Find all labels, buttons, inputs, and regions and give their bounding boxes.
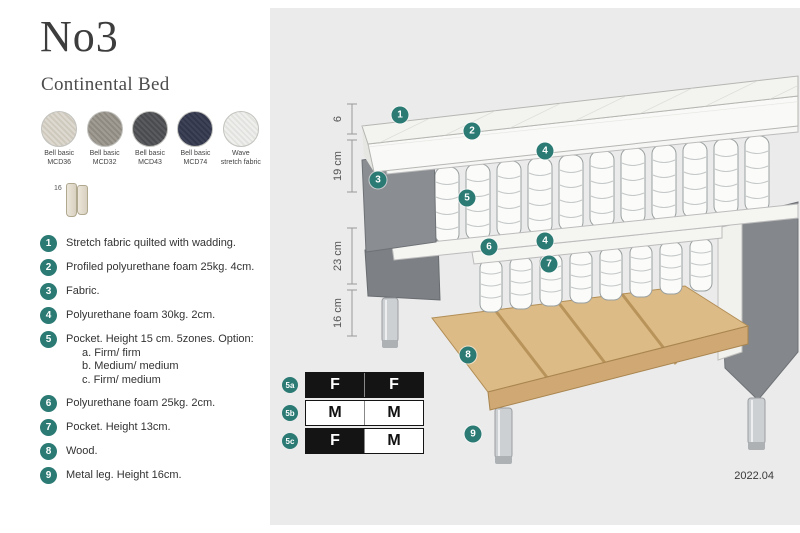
leg-size-indicator: 16 [54, 182, 262, 221]
firmness-cells: F F [305, 372, 424, 398]
legend-item: 1 Stretch fabric quilted with wadding. [40, 234, 262, 252]
legend-item: 4 Polyurethane foam 30kg. 2cm. [40, 306, 262, 324]
legend-list: 1 Stretch fabric quilted with wadding. 2… [40, 234, 262, 484]
info-panel: No3 Continental Bed Bell basic MCD36 Bel… [0, 0, 270, 533]
diagram-panel: 6 19 cm 23 cm 16 cm [270, 8, 800, 525]
legend-item: 5 Pocket. Height 15 cm. 5zones. Option: … [40, 330, 262, 388]
legend-number-badge: 9 [40, 466, 57, 484]
fabric-swatch: Wave stretch fabric [220, 111, 262, 167]
legend-number-badge: 1 [40, 234, 57, 252]
legend-number-badge: 4 [40, 306, 57, 324]
metal-leg [381, 297, 399, 348]
fabric-swatch-label: Wave stretch fabric [220, 150, 261, 166]
fabric-swatch: Bell basic MCD36 [38, 111, 80, 167]
callout-marker: 8 [459, 346, 477, 364]
fabric-swatch: Bell basic MCD43 [129, 111, 171, 167]
firmness-option-badge: 5c [282, 433, 298, 449]
legend-number-badge: 2 [40, 258, 57, 276]
callout-marker: 1 [391, 106, 409, 124]
callout-marker: 9 [464, 425, 482, 443]
fabric-swatch-icon [177, 111, 214, 148]
firmness-value: F [306, 373, 364, 397]
product-subtitle: Continental Bed [41, 74, 170, 96]
callout-marker: 4 [536, 142, 554, 160]
dimension-labels: 6 19 cm 23 cm 16 cm [332, 116, 344, 328]
firmness-row: 5a F F [282, 372, 424, 398]
fabric-swatch-label: Bell basic MCD32 [89, 150, 120, 166]
legend-item: 6 Polyurethane foam 25kg. 2cm. [40, 394, 262, 412]
dimension-label: 16 cm [332, 298, 344, 328]
callout-marker: 5 [458, 189, 476, 207]
leg-icon [76, 184, 88, 215]
fabric-swatch-icon [132, 111, 169, 148]
firmness-value: M [364, 429, 423, 453]
fabric-swatch-label: Bell basic MCD36 [44, 150, 75, 166]
firmness-value: F [364, 373, 423, 397]
dimension-label: 23 cm [332, 241, 344, 271]
legend-number-badge: 3 [40, 282, 57, 300]
fabric-swatch-label: Bell basic MCD74 [180, 150, 211, 166]
callout-marker: 4 [536, 232, 554, 250]
dimension-label: 6 [332, 116, 344, 122]
leg-height-label: 16 [54, 184, 62, 192]
legend-number-badge: 5 [40, 330, 57, 348]
legend-option: b. Medium/ medium [82, 360, 179, 373]
legend-number-badge: 6 [40, 394, 57, 412]
legend-item: 3 Fabric. [40, 282, 262, 300]
wood-slats [431, 285, 750, 411]
fabric-swatch: Bell basic MCD74 [174, 111, 216, 167]
firmness-cells: M M [305, 400, 424, 426]
legend-number-badge: 7 [40, 418, 57, 436]
legend-item: 8 Wood. [40, 442, 262, 460]
fabric-swatch-icon [41, 111, 78, 148]
metal-legs [381, 297, 766, 464]
fabric-swatch: Bell basic MCD32 [83, 111, 125, 167]
firmness-value: M [306, 401, 364, 425]
dimension-brackets [347, 103, 357, 337]
firmness-value: M [364, 401, 423, 425]
callout-marker: 6 [480, 238, 498, 256]
leg-icon [65, 182, 77, 217]
firmness-option-badge: 5b [282, 405, 298, 421]
dimension-label: 19 cm [332, 151, 344, 181]
legend-item: 7 Pocket. Height 13cm. [40, 418, 262, 436]
legend-number-badge: 8 [40, 442, 57, 460]
product-title: No3 [40, 12, 119, 61]
version-label: 2022.04 [734, 470, 774, 482]
firmness-option-badge: 5a [282, 377, 298, 393]
legend-option: a. Firm/ firm [82, 346, 141, 359]
firmness-table: 5a F F 5b M M 5c F M [282, 372, 424, 454]
legend-item: 9 Metal leg. Height 16cm. [40, 466, 262, 484]
firmness-row: 5b M M [282, 400, 424, 426]
firmness-cells: F M [305, 428, 424, 454]
fabric-swatches: Bell basic MCD36 Bell basic MCD32 Bell b… [38, 111, 262, 167]
firmness-value: F [306, 429, 364, 453]
legend-option: c. Firm/ medium [82, 374, 161, 387]
metal-leg [747, 397, 766, 450]
fabric-swatch-icon [222, 111, 259, 148]
fabric-swatch-label: Bell basic MCD43 [135, 150, 165, 166]
callout-marker: 3 [369, 171, 387, 189]
fabric-swatch-icon [86, 111, 123, 148]
firmness-row: 5c F M [282, 428, 424, 454]
metal-leg [494, 407, 513, 464]
callout-marker: 2 [463, 122, 481, 140]
legend-item: 2 Profiled polyurethane foam 25kg. 4cm. [40, 258, 262, 276]
callout-marker: 7 [540, 255, 558, 273]
